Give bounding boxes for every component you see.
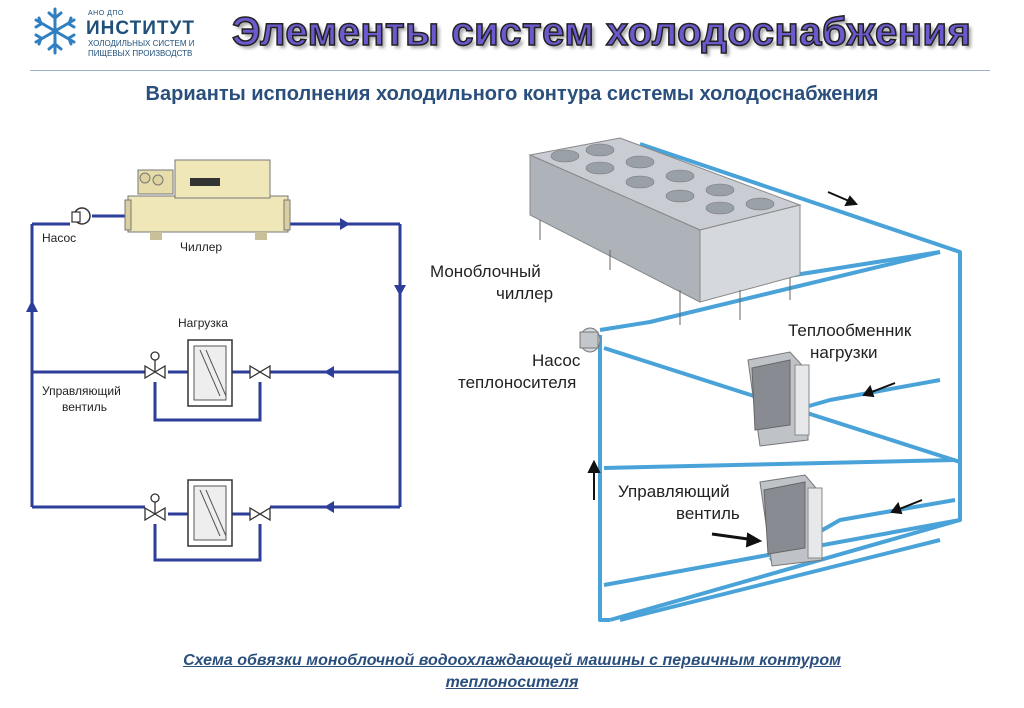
left-pump-icon [71, 207, 91, 225]
left-chiller-icon [124, 159, 291, 240]
title-divider [30, 70, 990, 71]
logo-line2: ПИЩЕВЫХ ПРОИЗВОДСТВ [88, 49, 193, 58]
right-pump-icon [579, 327, 601, 353]
load-2-icon [187, 479, 233, 547]
left-pump-label: Насос [42, 231, 76, 245]
left-valve-label-2: вентиль [62, 400, 107, 414]
institute-logo: АНО ДПО ИНСТИТУТ ХОЛОДИЛЬНЫХ СИСТЕМ И ПИ… [30, 6, 230, 58]
right-pump-label-1: Насос [532, 351, 581, 370]
left-valve-icons [144, 351, 271, 522]
snowflake-icon [34, 7, 76, 55]
page-title: Элементы систем холодоснабжения [231, 9, 972, 55]
logo-small-text: АНО ДПО [88, 10, 124, 17]
left-pipes [30, 214, 402, 562]
load-1-icon [187, 339, 233, 407]
logo-line1: ХОЛОДИЛЬНЫХ СИСТЕМ И [88, 39, 195, 48]
right-chiller-label-2: чиллер [496, 284, 553, 303]
page-subtitle: Варианты исполнения холодильного контура… [145, 83, 879, 105]
left-load-label: Нагрузка [178, 316, 228, 330]
caption-line-2: теплоносителя [445, 674, 579, 691]
caption-line-1: Схема обвязки моноблочной водоохлаждающе… [183, 652, 841, 669]
right-schematic: Моноблочный чиллер Насос теплоносителя Т… [430, 137, 962, 622]
left-flow-arrows [26, 218, 406, 513]
left-schematic: Насос Чиллер Нагрузка Управляющий вентил… [26, 159, 406, 562]
right-flow-arrows [587, 191, 923, 548]
monoblock-chiller-icon [528, 137, 802, 325]
logo-name: ИНСТИТУТ [86, 18, 195, 39]
left-valve-label-1: Управляющий [42, 384, 121, 398]
right-valve-label-1: Управляющий [618, 482, 730, 501]
heat-exchanger-label-1: Теплообменник [788, 321, 912, 340]
right-chiller-label-1: Моноблочный [430, 262, 541, 281]
right-pump-label-2: теплоносителя [458, 373, 576, 392]
heat-exchanger-label-2: нагрузки [810, 343, 878, 362]
diagram-caption: Схема обвязки моноблочной водоохлаждающе… [40, 650, 984, 694]
heat-exchanger-2-icon [759, 474, 823, 567]
right-valve-label-2: вентиль [676, 504, 740, 523]
left-chiller-label: Чиллер [180, 240, 222, 254]
heat-exchanger-1-icon [747, 351, 810, 447]
